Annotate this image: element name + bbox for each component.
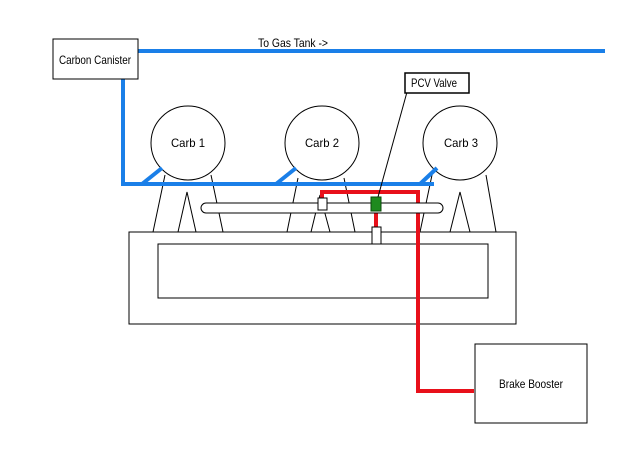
carb1-circle: [150, 105, 226, 181]
fitting-carb2: [317, 197, 328, 211]
pcv-valve-label-box: [404, 72, 470, 94]
intake-manifold-inner: [157, 243, 489, 299]
carb3-circle: [422, 105, 498, 181]
vapor-lines: [121, 49, 605, 186]
vacuum-line-pcv: [320, 190, 474, 393]
vapor-branch-carb1: [140, 166, 164, 186]
carbon-canister-box: [52, 38, 139, 80]
vapor-branch-carb3: [418, 166, 439, 186]
brake-booster-label: Brake Booster: [499, 377, 563, 391]
vapor-line-canister-down: [121, 78, 434, 186]
carb2-circle: [284, 105, 360, 181]
to-gas-tank-label: To Gas Tank ->: [258, 36, 328, 50]
carb1-label: Carb 1: [171, 136, 205, 150]
pcv-valve-body: [370, 196, 382, 212]
fitting-manifold: [371, 226, 382, 245]
carb2-label: Carb 2: [305, 136, 339, 150]
vapor-branch-carb2: [274, 166, 298, 186]
pcv-valve-pointer: [377, 91, 408, 198]
pcv-valve-label: PCV Valve: [411, 76, 457, 90]
brake-booster-box: [474, 343, 588, 424]
carb3-label: Carb 3: [444, 136, 478, 150]
carbon-canister-label: Carbon Canister: [59, 53, 131, 67]
